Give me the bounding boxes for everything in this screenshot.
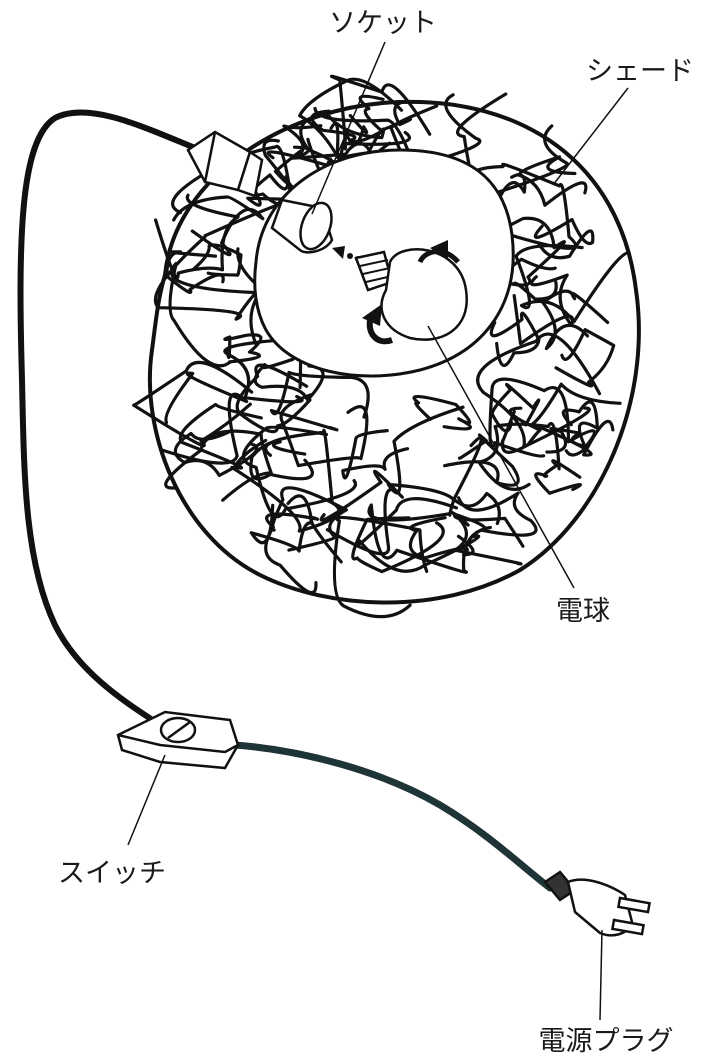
shade-wire-loop [235,363,312,434]
shade-wire-loop [154,193,240,280]
shade-wire-loop [332,515,429,619]
shade-wire-loop [159,371,249,465]
shade-wire-loop [168,261,262,368]
shade-wire-loop [262,138,311,184]
leader-shade [552,87,629,186]
label-shade: シェード [586,56,694,87]
power-cord-lower [231,741,554,892]
leader-switch [127,754,166,846]
shade-wire-loop [512,273,575,346]
leader-plug [599,929,603,1021]
shade-wire-loop [386,405,483,502]
shade-wire-loop [249,440,314,481]
switch-icon [116,710,240,770]
socket-clip [186,130,264,198]
shade-wire-loop [476,332,602,449]
shade-wire-loop [269,370,370,432]
shade-wire-loop [448,491,501,527]
shade-wire-loop [561,400,599,449]
label-plug: 電源プラグ [539,1026,674,1057]
leader-socket [311,41,386,215]
shade-wire-loop [408,516,475,560]
shade-wire-loop [172,195,265,257]
shade-wire-loop [230,428,341,533]
shade-wire-loop [178,402,268,470]
socket-icon [270,198,334,254]
shade-wire-loop [164,429,273,502]
shade-wire-loop [533,217,595,260]
shade-wire-loop [412,394,472,431]
light-bulb-icon [354,240,468,345]
plug-icon [543,870,651,937]
shade-wire-ball [132,74,631,619]
shade-wire-loop [554,328,616,388]
label-bulb: 電球 [556,596,610,627]
shade-wire-loop [367,503,492,574]
shade-wire-loop [534,459,582,495]
label-switch: スイッチ [58,858,166,889]
label-socket: ソケット [329,8,437,39]
shade-wire-loop [341,429,410,480]
leader-lines [127,41,629,1021]
shade-wire-loop [351,516,445,574]
shade-wire-loop [223,333,263,364]
shade-wire-loop [192,243,243,277]
shade-wire-loop [279,392,369,468]
power-cord-upper [17,109,203,728]
leader-bulb [427,325,575,589]
shade-wire-loop [443,433,520,487]
shade-wire-loop [241,425,357,519]
shade-wire-loop [253,357,325,402]
shade-wire-loop [452,491,538,537]
shade-wire-loop [165,250,225,294]
shade-wire-loop [488,377,571,458]
shade-wire-loop [249,494,314,553]
shade-outline [147,99,641,605]
shade-wire-loop [329,74,432,151]
shade-wire-loop [514,243,631,324]
